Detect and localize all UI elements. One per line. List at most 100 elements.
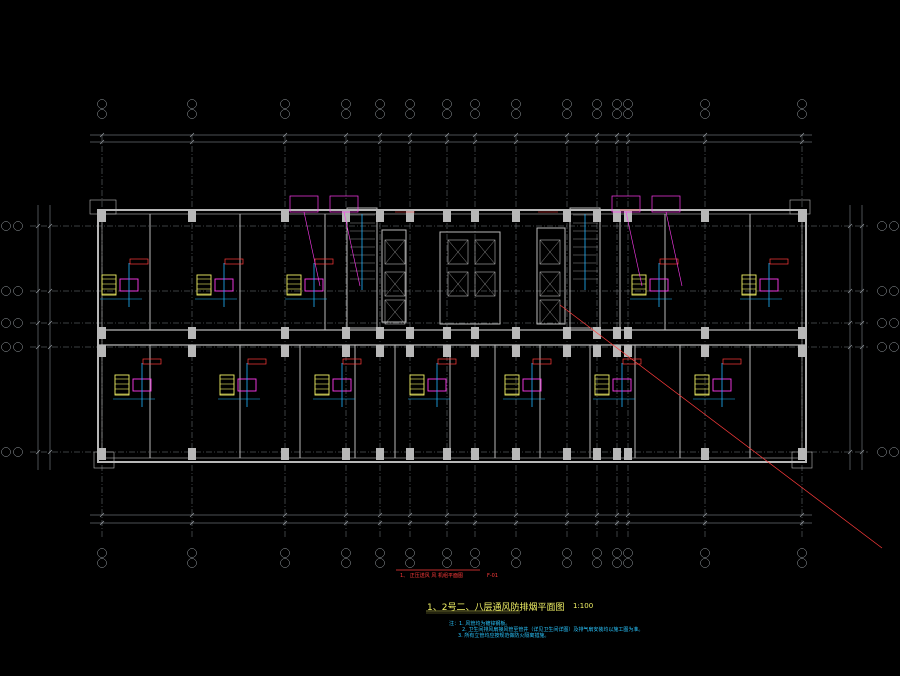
structural-column <box>798 327 806 339</box>
axis-bubble <box>612 109 622 119</box>
structural-column <box>798 448 806 460</box>
shaft-cross <box>474 239 496 265</box>
dimension-tick <box>472 132 478 138</box>
dimension-tick <box>594 132 600 138</box>
shaft-cross <box>384 299 406 325</box>
axis-bubble <box>700 548 710 558</box>
structural-column <box>98 345 106 357</box>
elevator-shaft <box>447 271 469 297</box>
dimension-tick <box>282 132 288 138</box>
dimension-tick <box>614 132 620 138</box>
axis-bubble <box>877 286 887 296</box>
axis-bubble <box>13 447 23 457</box>
structural-column <box>624 448 632 460</box>
structural-column <box>281 327 289 339</box>
axis-bubble <box>470 109 480 119</box>
structural-column <box>376 345 384 357</box>
axis-bubble <box>592 109 602 119</box>
axis-bubble <box>511 558 521 568</box>
structural-column <box>563 448 571 460</box>
structural-column <box>593 210 601 222</box>
duct-tag <box>247 358 267 365</box>
structural-column <box>563 345 571 357</box>
dimension-tick <box>702 132 708 138</box>
axis-bubble <box>562 109 572 119</box>
elevator-shaft <box>539 239 561 265</box>
duct-tag <box>532 358 552 365</box>
axis-bubble <box>375 109 385 119</box>
axis-bubble <box>13 318 23 328</box>
dimension-tick <box>282 520 288 526</box>
structural-column <box>563 327 571 339</box>
axis-bubble <box>797 109 807 119</box>
dimension-tick <box>799 520 805 526</box>
shaft-cross <box>539 299 561 325</box>
core-room <box>536 227 566 325</box>
dimension-tick <box>407 512 413 518</box>
axis-bubble <box>562 558 572 568</box>
stair-elevator-core <box>346 207 601 329</box>
structural-column <box>443 327 451 339</box>
axis-bubble <box>442 548 452 558</box>
dimension-tick <box>799 132 805 138</box>
bathroom-fixture <box>101 274 117 296</box>
axis-bubble <box>889 318 899 328</box>
axis-bubble <box>470 99 480 109</box>
elevator-shaft <box>447 239 469 265</box>
drawing-scale: 1:100 <box>573 602 594 610</box>
bathroom-fixture <box>504 374 520 396</box>
dimension-tick <box>799 139 805 145</box>
structural-column <box>188 345 196 357</box>
bathroom-fixture <box>286 274 302 296</box>
axis-bubble <box>877 342 887 352</box>
structural-column <box>281 345 289 357</box>
structural-column <box>376 210 384 222</box>
structural-column <box>613 327 621 339</box>
structural-column <box>376 327 384 339</box>
structural-column <box>406 448 414 460</box>
axis-bubble <box>623 548 633 558</box>
duct-tag <box>437 358 457 365</box>
axis-bubble <box>592 99 602 109</box>
structural-column <box>406 210 414 222</box>
axis-bubble <box>187 548 197 558</box>
axis-bubble <box>442 109 452 119</box>
duct-tag <box>659 258 679 265</box>
axis-bubble <box>612 548 622 558</box>
axis-bubble <box>13 342 23 352</box>
dimension-tick <box>614 520 620 526</box>
dimension-tick <box>47 288 53 294</box>
structural-column <box>98 210 106 222</box>
dimension-tick <box>189 520 195 526</box>
structural-column <box>281 210 289 222</box>
axis-bubble <box>592 558 602 568</box>
bathroom-fixture <box>409 374 425 396</box>
core-room <box>569 207 601 329</box>
bathroom-fixture <box>196 274 212 296</box>
dimension-tick <box>847 288 853 294</box>
axis-bubble <box>280 548 290 558</box>
dimension-tick <box>513 520 519 526</box>
dimension-tick <box>377 520 383 526</box>
bathroom-fixture <box>219 374 235 396</box>
dimension-tick <box>343 512 349 518</box>
axis-bubble <box>700 99 710 109</box>
structural-column <box>512 210 520 222</box>
axis-bubble <box>797 558 807 568</box>
duct-tag <box>722 358 742 365</box>
dimension-tick <box>702 520 708 526</box>
tag-leader <box>303 211 321 287</box>
structural-column <box>342 327 350 339</box>
dimension-tick <box>343 139 349 145</box>
dimension-tick <box>407 132 413 138</box>
axis-bubble <box>280 558 290 568</box>
axis-bubble <box>13 221 23 231</box>
axis-bubble <box>797 99 807 109</box>
axis-bubble <box>562 99 572 109</box>
tag-leader <box>665 211 683 287</box>
structural-column <box>406 327 414 339</box>
dimension-tick <box>625 139 631 145</box>
structural-column <box>443 448 451 460</box>
dimension-tick <box>859 344 865 350</box>
core-room <box>439 231 501 325</box>
